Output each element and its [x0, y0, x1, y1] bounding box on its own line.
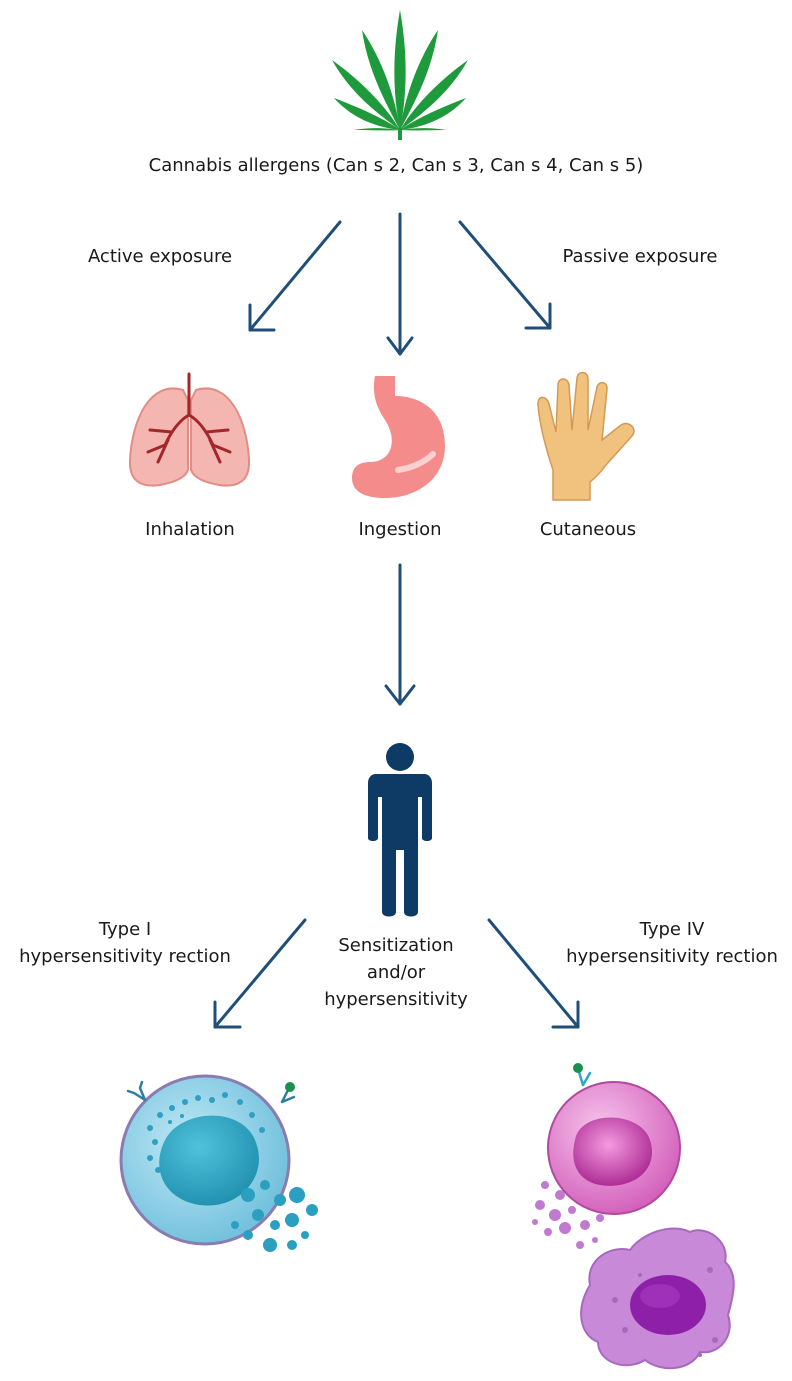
sensitization-label: Sensitization and/or hypersensitivity	[296, 932, 496, 1013]
arrow-to-person	[384, 563, 416, 706]
lungs-icon	[128, 372, 251, 487]
active-exposure-label: Active exposure	[87, 246, 233, 267]
macrophage-icon	[580, 1227, 735, 1370]
person-icon	[368, 743, 432, 917]
arrow-to-cutaneous	[458, 220, 552, 330]
arrow-to-inhalation	[248, 220, 342, 332]
sensitization-line3: hypersensitivity	[324, 989, 468, 1010]
allergens-label: Cannabis allergens (Can s 2, Can s 3, Ca…	[148, 155, 644, 176]
arrows	[213, 212, 580, 1029]
type4-line1: Type IV	[639, 919, 705, 940]
sensitization-line2: and/or	[366, 962, 426, 983]
type1-reaction-label: Type I hypersensitivity rection	[5, 916, 245, 970]
arrow-to-ingestion	[386, 212, 414, 356]
hand-icon	[537, 371, 635, 501]
type4-reaction-label: Type IV hypersensitivity rection	[552, 916, 792, 970]
mast-cell-icon	[119, 1074, 318, 1252]
inhalation-label: Inhalation	[145, 519, 235, 540]
t-cell-icon	[532, 1063, 681, 1249]
arrow-to-type4	[487, 918, 580, 1029]
cannabis-leaf-icon	[332, 10, 468, 140]
sensitization-line1: Sensitization	[338, 935, 454, 956]
cutaneous-label: Cutaneous	[539, 519, 637, 540]
type1-line2: hypersensitivity rection	[19, 946, 231, 967]
type1-line1: Type I	[98, 919, 152, 940]
ingestion-label: Ingestion	[358, 519, 442, 540]
stomach-icon	[352, 376, 445, 498]
passive-exposure-label: Passive exposure	[562, 246, 718, 267]
type4-line2: hypersensitivity rection	[566, 946, 778, 967]
arrow-to-type1	[213, 918, 307, 1029]
